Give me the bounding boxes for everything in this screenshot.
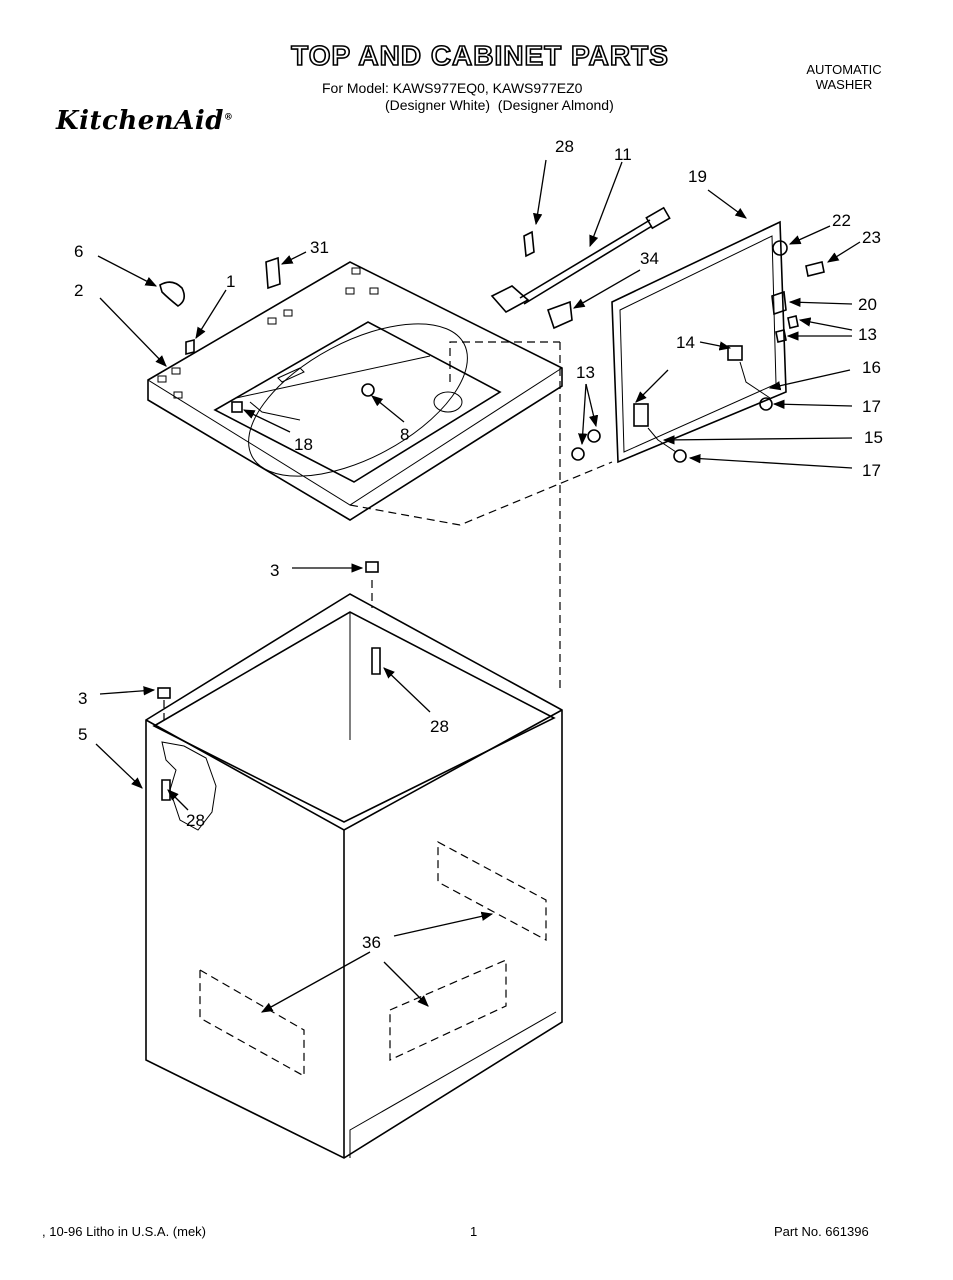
- callout-23: 23: [862, 228, 881, 247]
- callout-13-left: 13: [576, 363, 595, 382]
- callout-22: 22: [832, 211, 851, 230]
- model-line: For Model: KAWS977EQ0, KAWS977EZ0: [322, 80, 583, 96]
- callout-14: 14: [676, 333, 695, 352]
- cabinet-part-5: [145, 561, 563, 1159]
- part-number: Part No. 661396: [774, 1224, 869, 1239]
- callout-31: 31: [310, 238, 329, 257]
- callout-17-lower: 17: [862, 461, 881, 480]
- callout-20: 20: [858, 295, 877, 314]
- callout-6: 6: [74, 242, 83, 261]
- callout-34: 34: [640, 249, 659, 268]
- product-type-line1: AUTOMATIC: [806, 62, 882, 77]
- callout-3-upper: 3: [270, 561, 279, 580]
- clip-part-6: [159, 281, 186, 307]
- screw-part-1: [185, 338, 195, 356]
- callout-15: 15: [864, 428, 883, 447]
- callout-36: 36: [362, 933, 381, 952]
- print-note: , 10-96 Litho in U.S.A. (mek): [42, 1224, 207, 1239]
- callout-17-upper: 17: [862, 397, 881, 416]
- page-title: TOP AND CABINET PARTS: [290, 39, 669, 72]
- top-panel: [147, 261, 563, 521]
- callout-13-right: 13: [858, 325, 877, 344]
- variant-line: (Designer White) (Designer Almond): [385, 97, 614, 113]
- callout-19: 19: [688, 167, 707, 186]
- callout-1: 1: [226, 272, 235, 291]
- callout-numbers: 28 11 19 22 23 6 31 1 34 2 20 13 14 16 1…: [74, 137, 883, 952]
- top-panel-slots: [157, 267, 379, 399]
- callout-28-lower: 28: [186, 811, 205, 830]
- brand-logo: KitchenAid®: [56, 106, 233, 136]
- product-type-line2: WASHER: [815, 77, 873, 92]
- clip-part-34: [546, 300, 573, 330]
- callout-28-middle: 28: [430, 717, 449, 736]
- screw-part-8: [361, 383, 375, 397]
- callout-11: 11: [614, 145, 632, 164]
- product-type: AUTOMATIC WASHER: [800, 62, 888, 92]
- callout-28-top: 28: [555, 137, 574, 156]
- leader-arrows: [95, 159, 861, 1013]
- callout-2: 2: [74, 281, 83, 300]
- console-panel-19: [571, 220, 825, 464]
- brand-name: KitchenAid: [56, 106, 224, 136]
- callout-16: 16: [862, 358, 881, 377]
- harness-part-11: [490, 206, 671, 314]
- alignment-lines: [163, 341, 613, 720]
- page-number: 1: [470, 1224, 478, 1239]
- callout-18: 18: [294, 435, 313, 454]
- callout-8: 8: [400, 425, 409, 444]
- screw-part-28-top: [523, 230, 535, 258]
- bracket-part-31: [265, 256, 281, 290]
- callout-5: 5: [78, 725, 87, 744]
- registered-mark: ®: [223, 112, 234, 123]
- callout-3-lower: 3: [78, 689, 87, 708]
